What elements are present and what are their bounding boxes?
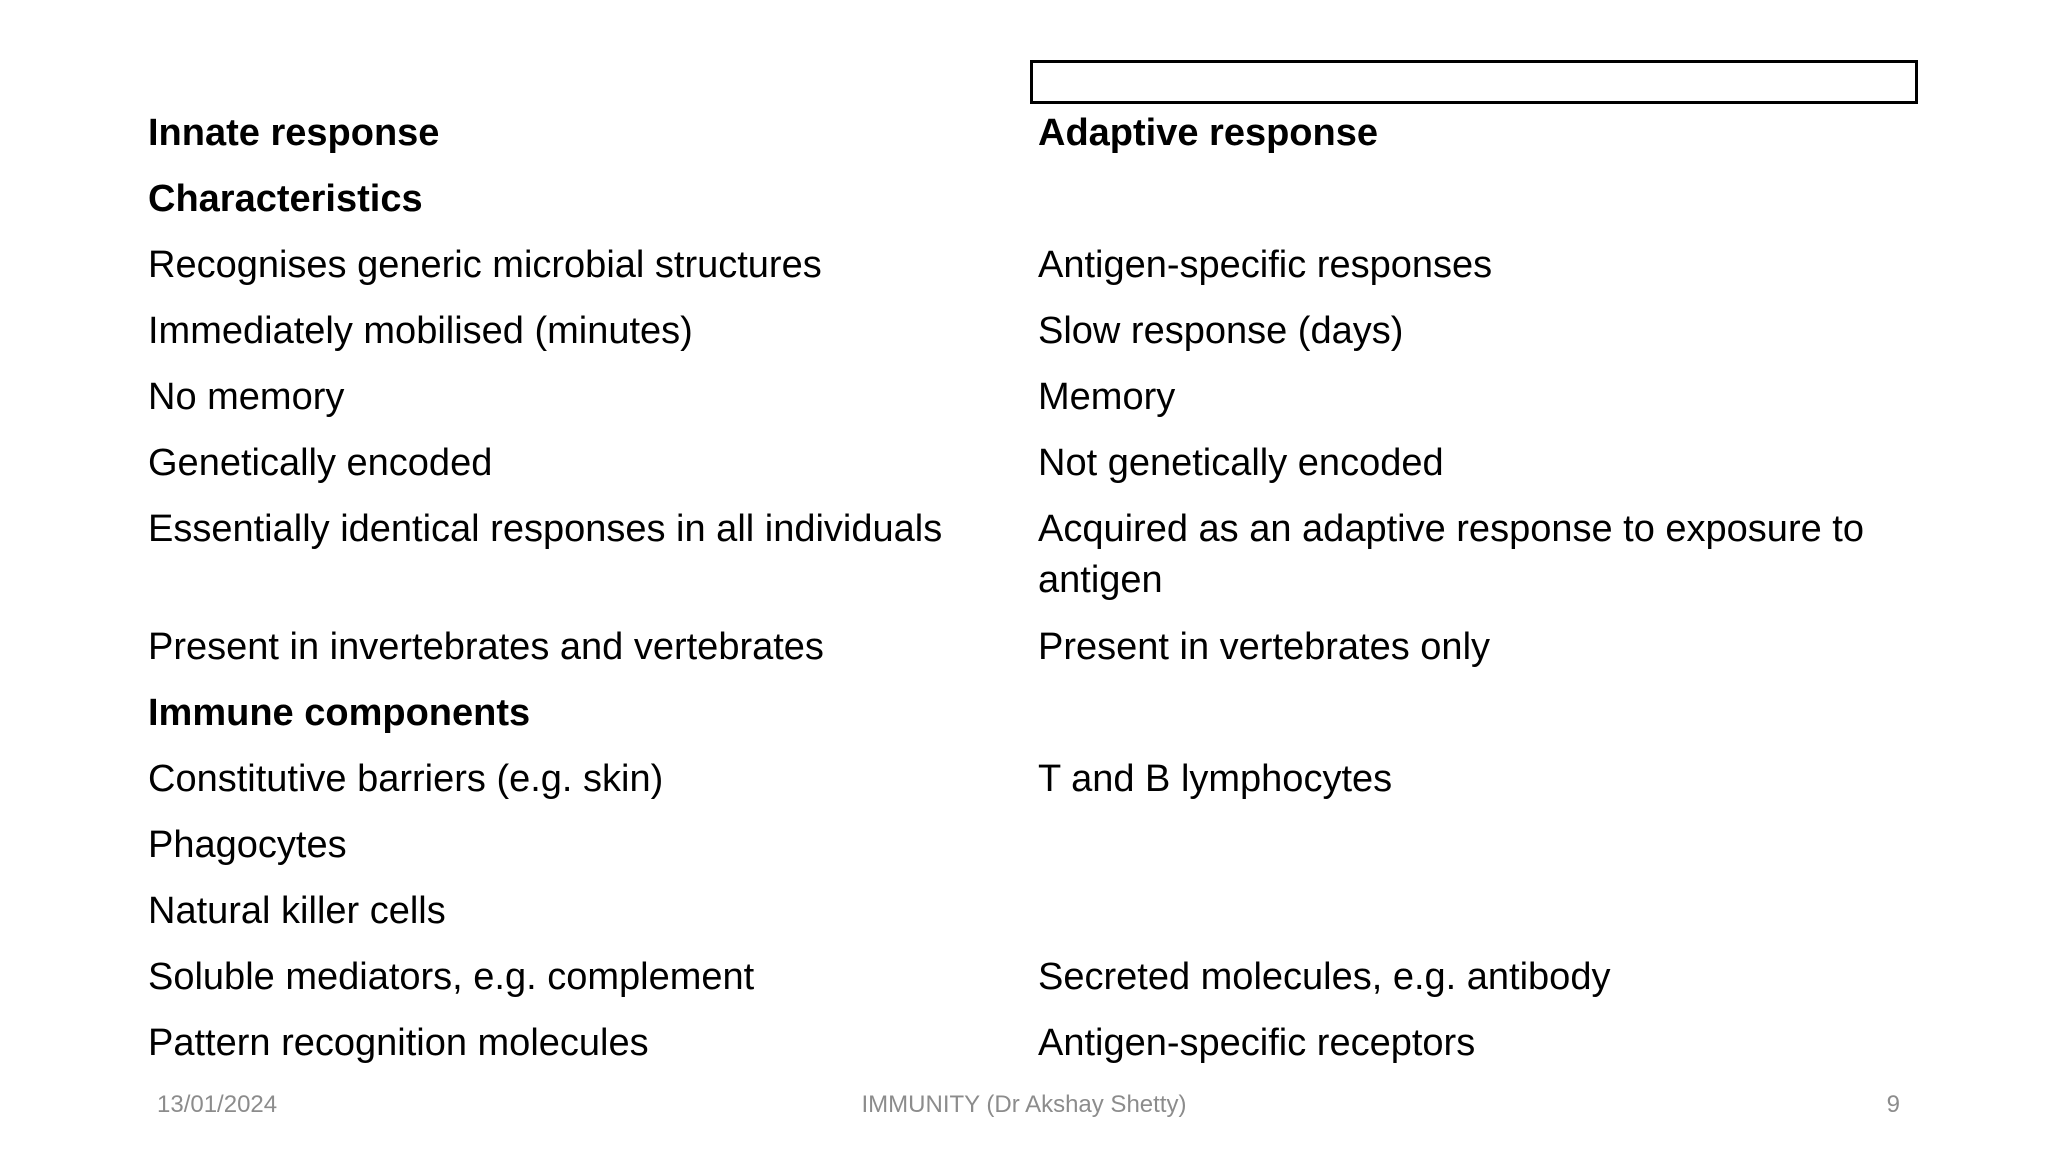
adaptive-cell: Not genetically encoded [1038, 442, 1444, 484]
innate-cell: No memory [148, 376, 345, 418]
section-row-components: Immune components [148, 688, 1928, 754]
comparison-table: Innate response Adaptive response Charac… [148, 108, 1928, 1084]
innate-cell: Genetically encoded [148, 442, 493, 484]
empty-title-box [1030, 60, 1918, 104]
table-row: Recognises generic microbial structures … [148, 240, 1928, 306]
innate-cell: Pattern recognition molecules [148, 1022, 649, 1064]
page-number: 9 [1886, 1091, 1900, 1118]
adaptive-cell: Secreted molecules, e.g. antibody [1038, 956, 1611, 998]
table-row: Soluble mediators, e.g. complement Secre… [148, 952, 1928, 1018]
table-row: Pattern recognition molecules Antigen-sp… [148, 1018, 1928, 1084]
characteristics-heading: Characteristics [148, 178, 423, 220]
innate-cell: Phagocytes [148, 824, 347, 866]
section-row-characteristics: Characteristics [148, 174, 1928, 240]
table-row: Constitutive barriers (e.g. skin) T and … [148, 754, 1928, 820]
innate-cell: Natural killer cells [148, 890, 446, 932]
footer-date: 13/01/2024 [157, 1091, 278, 1118]
adaptive-response-heading: Adaptive response [1038, 112, 1378, 154]
innate-response-heading: Innate response [148, 112, 440, 154]
adaptive-cell: T and B lymphocytes [1038, 758, 1393, 800]
innate-cell: Soluble mediators, e.g. complement [148, 956, 755, 998]
innate-cell: Constitutive barriers (e.g. skin) [148, 758, 664, 800]
table-row: Present in invertebrates and vertebrates… [148, 622, 1928, 688]
innate-cell: Recognises generic microbial structures [148, 244, 822, 286]
table-row: Genetically encoded Not genetically enco… [148, 438, 1928, 504]
table-header-row: Innate response Adaptive response [148, 108, 1928, 174]
innate-cell: Present in invertebrates and vertebrates [148, 626, 824, 668]
table-row: Natural killer cells [148, 886, 1928, 952]
innate-cell: Immediately mobilised (minutes) [148, 310, 693, 352]
table-row: Phagocytes [148, 820, 1928, 886]
adaptive-cell: Present in vertebrates only [1038, 626, 1491, 668]
adaptive-cell: Acquired as an adaptive response to expo… [1038, 508, 1864, 601]
table-row: No memory Memory [148, 372, 1928, 438]
adaptive-cell: Antigen-specific responses [1038, 244, 1493, 286]
immune-components-heading: Immune components [148, 692, 531, 734]
footer-title: IMMUNITY (Dr Akshay Shetty) [861, 1091, 1187, 1118]
adaptive-cell: Slow response (days) [1038, 310, 1404, 352]
innate-cell: Essentially identical responses in all i… [148, 508, 943, 550]
adaptive-cell: Memory [1038, 376, 1176, 418]
adaptive-cell: Antigen-specific receptors [1038, 1022, 1476, 1064]
table-row: Essentially identical responses in all i… [148, 504, 1928, 622]
table-row: Immediately mobilised (minutes) Slow res… [148, 306, 1928, 372]
